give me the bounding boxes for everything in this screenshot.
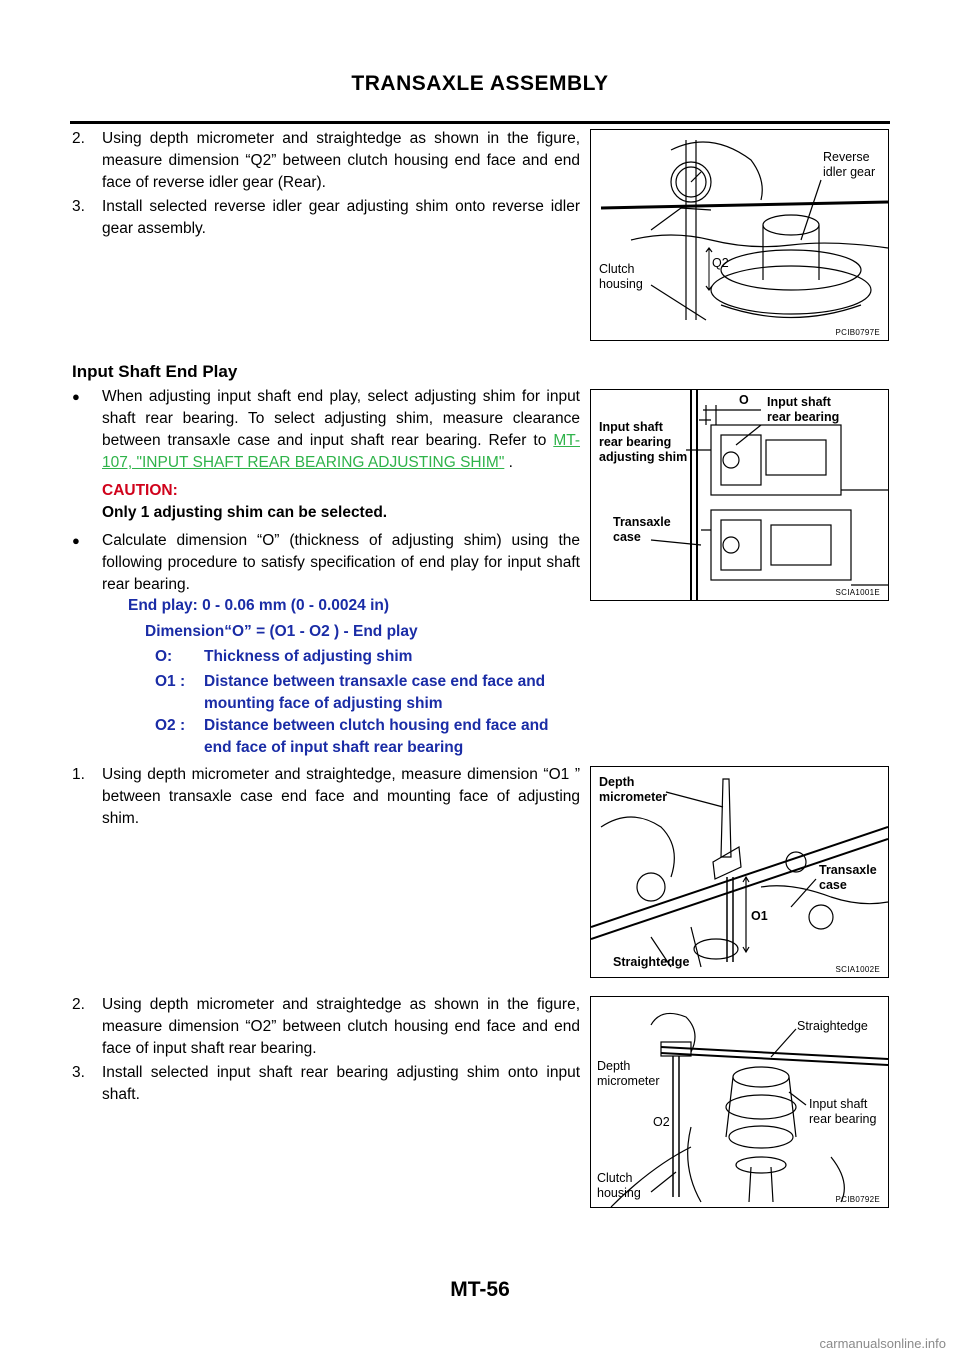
label-depth-micrometer: Depth micrometer xyxy=(597,1059,660,1088)
bullet-text: When adjusting input shaft end play, sel… xyxy=(102,388,580,449)
step-text: Install selected input shaft rear bearin… xyxy=(102,1064,580,1103)
label-clutch-housing: Clutch housing xyxy=(599,262,643,291)
label-o2: O2 xyxy=(653,1115,670,1129)
watermark: carmanualsonline.info xyxy=(819,1336,946,1351)
step-2-reverse-idler: 2. Using depth micrometer and straighted… xyxy=(72,128,580,194)
bullet-icon: ● xyxy=(72,389,80,404)
spec-def-o2-desc: Distance between clutch housing end face… xyxy=(204,717,549,756)
step-3-o2: 3. Install selected input shaft rear bea… xyxy=(72,1062,580,1106)
step-text: Using depth micrometer and straightedge … xyxy=(102,130,580,191)
step-2-o2: 2. Using depth micrometer and straighted… xyxy=(72,994,580,1060)
spec-end-play: End play: 0 - 0.06 mm (0 - 0.0024 in) xyxy=(128,597,390,614)
step-number: 2. xyxy=(72,996,85,1013)
label-adjusting-shim: Input shaft rear bearing adjusting shim xyxy=(599,420,688,464)
bullet-text-wrap: When adjusting input shaft end play, sel… xyxy=(72,386,580,474)
figure-illustration xyxy=(600,140,888,321)
page-title: TRANSAXLE ASSEMBLY xyxy=(351,72,609,95)
step-3-reverse-idler: 3. Install selected reverse idler gear a… xyxy=(72,196,580,240)
figure-input-shaft-bearing: O Input shaft rear bearing Input shaft r… xyxy=(590,389,889,601)
step-text: Using depth micrometer and straightedge … xyxy=(102,996,580,1057)
figure-code: PCIB0797E xyxy=(835,328,880,337)
bullet-adjusting-shim: ● When adjusting input shaft end play, s… xyxy=(72,386,580,474)
page-number: MT-56 xyxy=(450,1278,510,1301)
label-q2: Q2 xyxy=(712,256,729,270)
figure-illustration xyxy=(591,778,888,968)
label-transaxle-case: Transaxle case xyxy=(819,863,877,892)
bullet-after: . xyxy=(504,454,513,471)
reference-link[interactable]: MT-107, "INPUT SHAFT REAR BEARING ADJUST… xyxy=(102,432,580,471)
figure-code: SCIA1001E xyxy=(835,588,880,597)
label-transaxle-case: Transaxle case xyxy=(613,515,671,544)
step-1-o1: 1. Using depth micrometer and straighted… xyxy=(72,764,580,830)
label-straightedge: Straightedge xyxy=(797,1019,868,1033)
figure-o1-measurement: Depth micrometer Transaxle case Straight… xyxy=(590,766,889,978)
spec-def-o1-desc: Distance between transaxle case end face… xyxy=(204,673,546,712)
spec-def-o1-term: O1 : xyxy=(155,673,186,690)
section-title: Input Shaft End Play xyxy=(72,362,238,381)
spec-formula: Dimension“O” = (O1 - O2 ) - End play xyxy=(145,623,418,640)
step-text: Install selected reverse idler gear adju… xyxy=(102,198,580,237)
bullet-icon: ● xyxy=(72,533,80,548)
spec-def-o-term: O: xyxy=(155,648,173,665)
label-o1: O1 xyxy=(751,909,768,923)
spec-def-o2-term: O2 : xyxy=(155,717,186,734)
figure-code: PCIB0792E xyxy=(835,1195,880,1204)
figure-code: SCIA1002E xyxy=(835,965,880,974)
bullet-calculate: ● Calculate dimension “O” (thickness of … xyxy=(72,530,580,596)
step-number: 3. xyxy=(72,1064,85,1081)
figure-illustration xyxy=(610,1012,888,1207)
bullet-text: Calculate dimension “O” (thickness of ad… xyxy=(102,532,580,593)
spec-def-o-desc: Thickness of adjusting shim xyxy=(204,648,413,665)
step-number: 2. xyxy=(72,130,85,147)
step-number: 3. xyxy=(72,198,85,215)
label-clutch-housing: Clutch housing xyxy=(597,1171,641,1200)
figure-o2-measurement: Straightedge Depth micrometer Input shaf… xyxy=(590,996,889,1208)
step-text: Using depth micrometer and straightedge,… xyxy=(102,766,580,827)
figure-illustration xyxy=(650,390,888,600)
figure-reverse-idler-measurement: Reverse idler gear Clutch housing Q2 PCI… xyxy=(590,129,889,341)
label-input-shaft-rear-bearing: Input shaft rear bearing xyxy=(809,1097,877,1126)
caution-heading: CAUTION: xyxy=(102,482,178,499)
label-straightedge: Straightedge xyxy=(613,955,690,969)
label-reverse-idler-gear: Reverse idler gear xyxy=(823,150,876,179)
label-o: O xyxy=(739,393,749,407)
step-number: 1. xyxy=(72,766,85,783)
label-input-shaft-rear-bearing: Input shaft rear bearing xyxy=(767,395,840,424)
label-depth-micrometer: Depth micrometer xyxy=(599,775,668,804)
header-rule xyxy=(70,121,890,124)
caution-text: Only 1 adjusting shim can be selected. xyxy=(102,504,388,521)
